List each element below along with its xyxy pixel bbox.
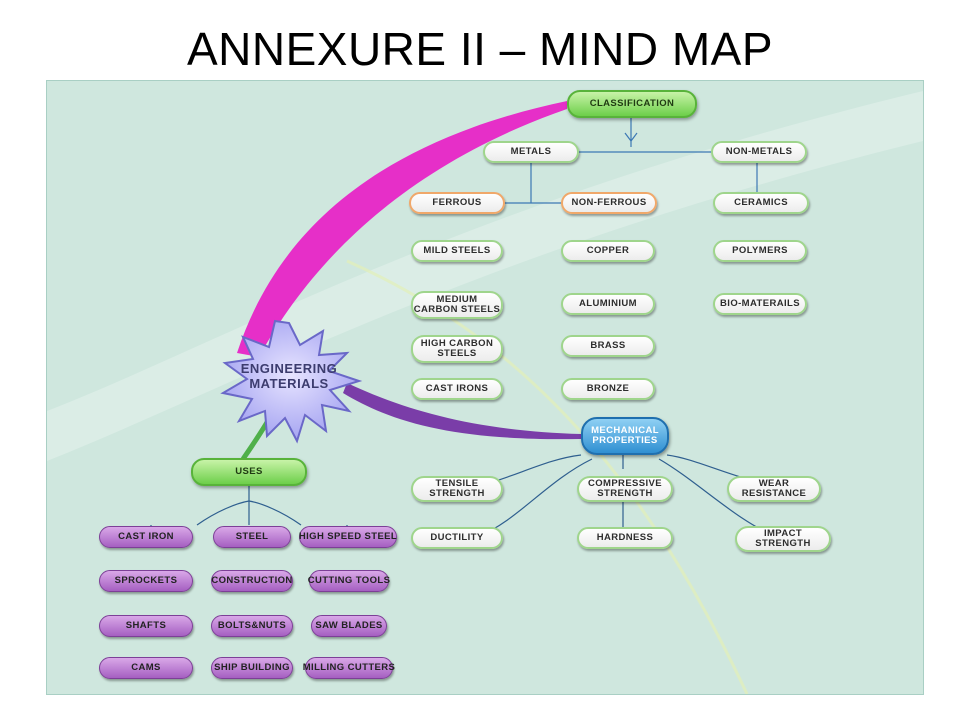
use-construction[interactable]: CONSTRUCTION <box>211 570 293 592</box>
impact-strength-node[interactable]: IMPACT STRENGTH <box>735 526 831 552</box>
medium-carbon-steels-node[interactable]: MEDIUM CARBON STEELS <box>411 291 503 319</box>
center-label: ENGINEERING MATERIALS <box>240 361 338 391</box>
engineering-materials-star <box>220 319 363 444</box>
use-cams[interactable]: CAMS <box>99 657 193 679</box>
use-milling-cutters[interactable]: MILLING CUTTERS <box>303 657 395 679</box>
mild-steels-node[interactable]: MILD STEELS <box>411 240 503 262</box>
polymers-node[interactable]: POLYMERS <box>713 240 807 262</box>
use-bolts-nuts[interactable]: BOLTS&NUTS <box>211 615 293 637</box>
use-high-speed-steel[interactable]: HIGH SPEED STEEL <box>299 526 397 548</box>
background-swoosh <box>47 91 923 461</box>
non-ferrous-node[interactable]: NON-FERROUS <box>561 192 657 214</box>
ferrous-node[interactable]: FERROUS <box>409 192 505 214</box>
branch-mechanical <box>343 383 581 440</box>
tensile-strength-node[interactable]: TENSILE STRENGTH <box>411 476 503 502</box>
use-saw-blades[interactable]: SAW BLADES <box>311 615 387 637</box>
uses-node[interactable]: USES <box>191 458 307 486</box>
copper-node[interactable]: COPPER <box>561 240 655 262</box>
use-ship-building[interactable]: SHIP BUILDING <box>211 657 293 679</box>
bio-materials-node[interactable]: BIO-MATERAILS <box>713 293 807 315</box>
use-cutting-tools[interactable]: CUTTING TOOLS <box>308 570 390 592</box>
bronze-node[interactable]: BRONZE <box>561 378 655 400</box>
metals-node[interactable]: METALS <box>483 141 579 163</box>
wear-resistance-node[interactable]: WEAR RESISTANCE <box>727 476 821 502</box>
hardness-node[interactable]: HARDNESS <box>577 527 673 549</box>
branch-classification <box>237 101 567 357</box>
high-carbon-steels-node[interactable]: HIGH CARBON STEELS <box>411 335 503 363</box>
ceramics-node[interactable]: CERAMICS <box>713 192 809 214</box>
slide-title: ANNEXURE II – MIND MAP <box>186 23 774 75</box>
non-metals-node[interactable]: NON-METALS <box>711 141 807 163</box>
branch-uses <box>240 417 272 461</box>
ductility-node[interactable]: DUCTILITY <box>411 527 503 549</box>
use-steel[interactable]: STEEL <box>213 526 291 548</box>
use-sprockets[interactable]: SPROCKETS <box>99 570 193 592</box>
classification-node[interactable]: CLASSIFICATION <box>567 90 697 118</box>
use-cast-iron[interactable]: CAST IRON <box>99 526 193 548</box>
mechanical-properties-node[interactable]: MECHANICAL PROPERTIES <box>581 417 669 455</box>
cast-irons-node[interactable]: CAST IRONS <box>411 378 503 400</box>
aluminium-node[interactable]: ALUMINIUM <box>561 293 655 315</box>
brass-node[interactable]: BRASS <box>561 335 655 357</box>
use-shafts[interactable]: SHAFTS <box>99 615 193 637</box>
connector-layer <box>47 91 923 694</box>
mind-map-board: ENGINEERING MATERIALS CLASSIFICATION MET… <box>46 80 924 695</box>
compressive-strength-node[interactable]: COMPRESSIVE STRENGTH <box>577 476 673 502</box>
